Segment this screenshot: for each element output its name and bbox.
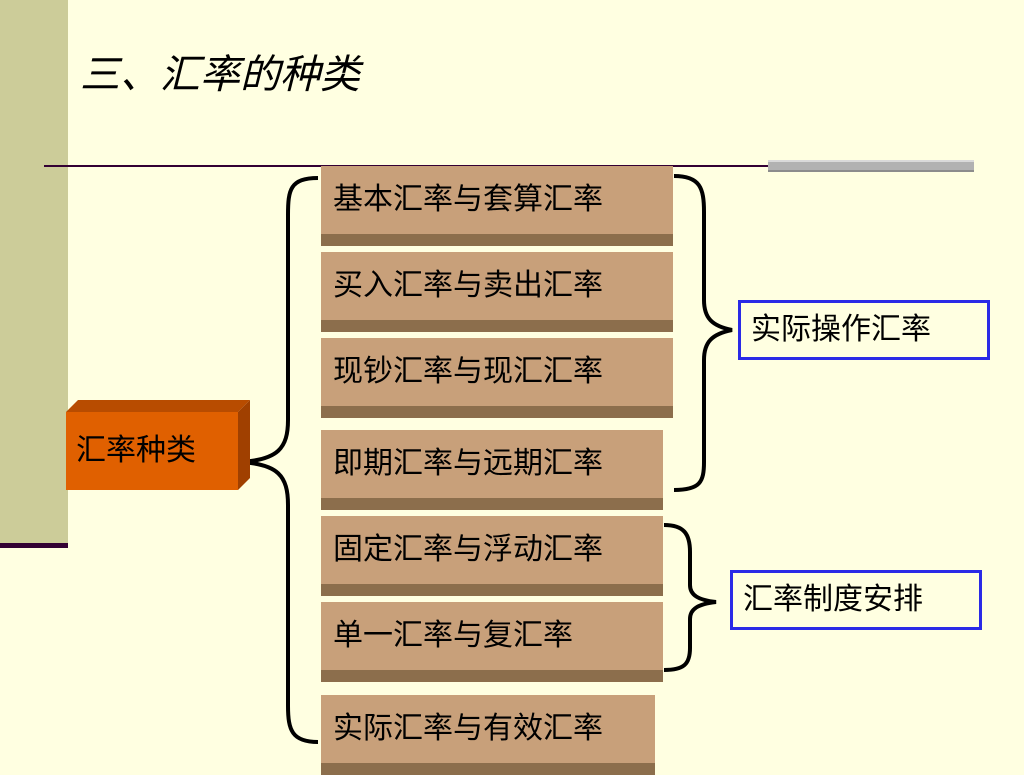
group-label-practical: 实际操作汇率 bbox=[738, 300, 990, 360]
group2-brace bbox=[663, 523, 717, 672]
type-item-label: 即期汇率与远期汇率 bbox=[321, 430, 663, 498]
left-decor-strip bbox=[0, 0, 68, 546]
type-item-label: 基本汇率与套算汇率 bbox=[321, 166, 673, 234]
type-item-label: 现钞汇率与现汇汇率 bbox=[321, 338, 673, 406]
slide-title: 三、汇率的种类 bbox=[80, 52, 360, 98]
group-label-regime: 汇率制度安排 bbox=[730, 570, 982, 630]
root-node-label: 汇率种类 bbox=[66, 412, 238, 490]
main-brace bbox=[239, 176, 319, 744]
group1-brace bbox=[673, 174, 733, 492]
divider-accent-bar bbox=[768, 160, 974, 172]
root-node: 汇率种类 bbox=[66, 400, 250, 490]
left-decor-line bbox=[0, 543, 68, 548]
type-item-label: 买入汇率与卖出汇率 bbox=[321, 252, 673, 320]
type-item-label: 固定汇率与浮动汇率 bbox=[321, 516, 663, 584]
type-item-label: 单一汇率与复汇率 bbox=[321, 602, 663, 670]
type-item-label: 实际汇率与有效汇率 bbox=[321, 695, 655, 763]
